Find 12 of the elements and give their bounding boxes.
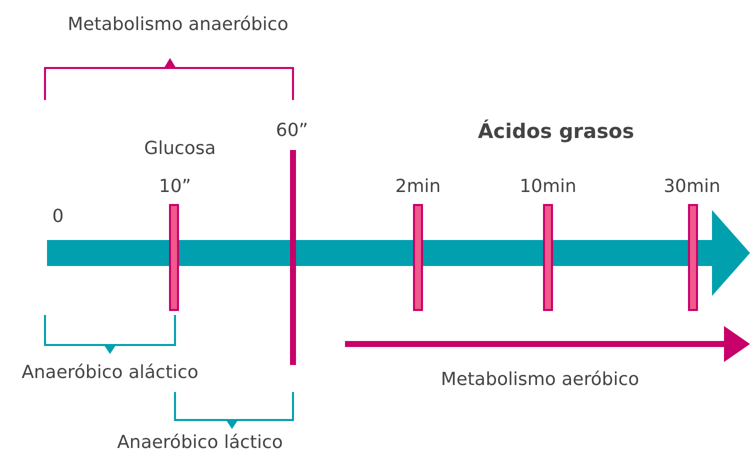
- phase-label: Anaeróbico aláctico: [22, 362, 198, 384]
- time-label: 2min: [395, 176, 441, 198]
- time-label: 0: [52, 206, 64, 228]
- phase-label: Metabolismo anaeróbico: [68, 14, 288, 36]
- time-label: 10”: [158, 176, 192, 198]
- time-label: 60”: [276, 120, 308, 142]
- phase-label: Glucosa: [144, 138, 216, 160]
- phase-label: Metabolismo aeróbico: [440, 369, 640, 391]
- time-label: 10min: [520, 176, 576, 198]
- time-label: 30min: [664, 176, 720, 198]
- phase-label: Anaeróbico láctico: [117, 432, 283, 454]
- phase-label: Ácidos grasos: [478, 120, 634, 142]
